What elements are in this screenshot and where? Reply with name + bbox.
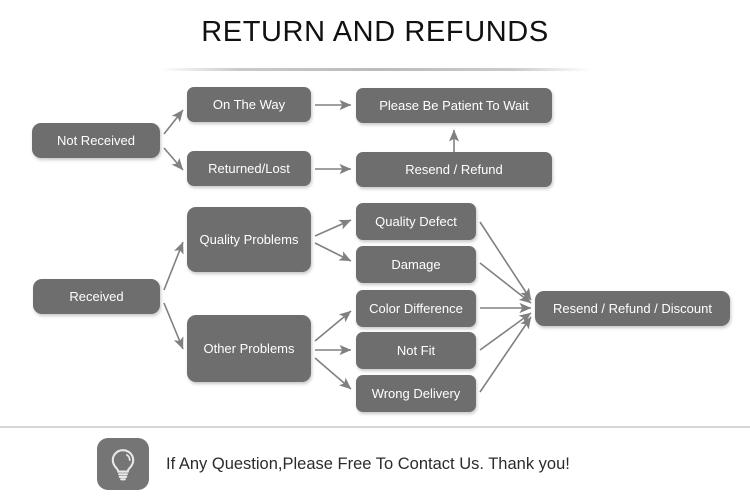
- node-not-received[interactable]: Not Received: [32, 123, 160, 158]
- node-quality-problems[interactable]: Quality Problems: [187, 207, 311, 272]
- node-please-be-patient-to-wait[interactable]: Please Be Patient To Wait: [356, 88, 552, 123]
- node-damage[interactable]: Damage: [356, 246, 476, 283]
- node-resend-refund[interactable]: Resend / Refund: [356, 152, 552, 187]
- footer-text: If Any Question,Please Free To Contact U…: [166, 454, 570, 473]
- node-returned-lost[interactable]: Returned/Lost: [187, 151, 311, 186]
- node-resend-refund-discount[interactable]: Resend / Refund / Discount: [535, 291, 730, 326]
- lightbulb-icon: [97, 438, 149, 490]
- node-wrong-delivery[interactable]: Wrong Delivery: [356, 375, 476, 412]
- title-divider: [160, 68, 590, 71]
- footer-divider: [0, 426, 750, 428]
- node-not-fit[interactable]: Not Fit: [356, 332, 476, 369]
- footer: If Any Question,Please Free To Contact U…: [97, 438, 570, 490]
- node-received[interactable]: Received: [33, 279, 160, 314]
- node-quality-defect[interactable]: Quality Defect: [356, 203, 476, 240]
- node-other-problems[interactable]: Other Problems: [187, 315, 311, 382]
- node-on-the-way[interactable]: On The Way: [187, 87, 311, 122]
- node-color-difference[interactable]: Color Difference: [356, 290, 476, 327]
- page-title: RETURN AND REFUNDS: [201, 16, 549, 48]
